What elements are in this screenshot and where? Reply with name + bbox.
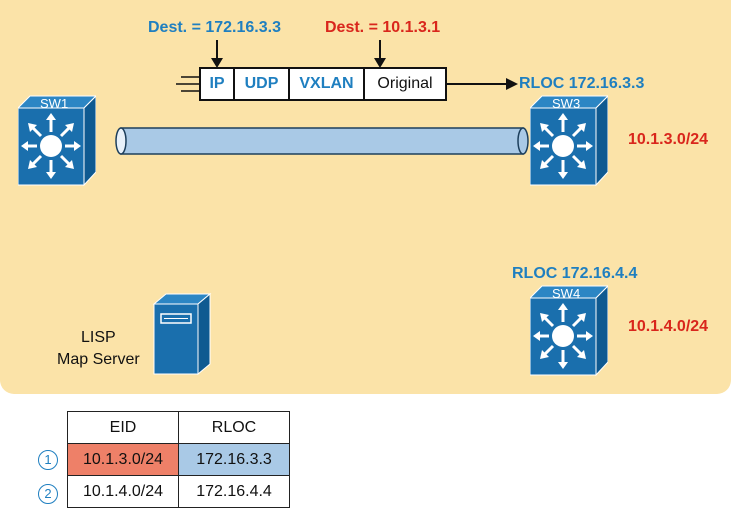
lisp-mapping-table: EID RLOC 10.1.3.0/24 172.16.3.3 10.1.4.0… [67, 411, 290, 508]
header-field-original: Original [363, 67, 447, 101]
map-server-label-line1: LISP [81, 329, 116, 346]
sw3-label: SW3 [552, 96, 581, 111]
sw1-switch-icon [18, 95, 96, 186]
map-server-label-line2: Map Server [57, 351, 140, 368]
packet-arrowhead [506, 78, 518, 90]
tunnel-end-left [115, 127, 127, 155]
eid-cell: 10.1.4.0/24 [67, 475, 179, 508]
inner-dest-label: Dest. = 10.1.3.1 [325, 19, 441, 36]
table-row: 10.1.4.0/24 172.16.4.4 [67, 475, 290, 508]
outer-dest-label: Dest. = 172.16.3.3 [148, 19, 281, 36]
sw3-subnet-label: 10.1.3.0/24 [628, 131, 709, 148]
rloc-cell: 172.16.3.3 [178, 443, 290, 476]
tunnel-end-right [517, 127, 529, 155]
sw4-switch-icon [530, 285, 608, 376]
header-field-udp: UDP [233, 67, 290, 101]
row-number-2: 2 [38, 484, 58, 504]
header-field-ip: IP [199, 67, 235, 101]
rloc-cell: 172.16.4.4 [178, 475, 290, 508]
vxlan-tunnel [120, 127, 524, 155]
sw4-rloc-label: RLOC 172.16.4.4 [512, 265, 638, 282]
sw4-subnet-label: 10.1.4.0/24 [628, 318, 709, 335]
inner-dest-arrowhead [374, 58, 386, 68]
row-number-1: 1 [38, 450, 58, 470]
header-field-vxlan: VXLAN [288, 67, 365, 101]
fabric-area [0, 0, 731, 394]
diagram-lines [115, 40, 529, 155]
sw3-switch-icon [530, 95, 608, 186]
outer-dest-arrowhead [211, 58, 223, 68]
sw1-label: SW1 [40, 96, 69, 111]
map-server-icon [152, 292, 212, 376]
eid-cell: 10.1.3.0/24 [67, 443, 179, 476]
table-header-row: EID RLOC [67, 411, 290, 444]
sw3-rloc-label: RLOC 172.16.3.3 [519, 75, 645, 92]
map-server-label: LISP Map Server [57, 327, 140, 371]
sw4-label: SW4 [552, 286, 581, 301]
column-header-eid: EID [67, 411, 179, 444]
table-row: 10.1.3.0/24 172.16.3.3 [67, 443, 290, 476]
column-header-rloc: RLOC [178, 411, 290, 444]
